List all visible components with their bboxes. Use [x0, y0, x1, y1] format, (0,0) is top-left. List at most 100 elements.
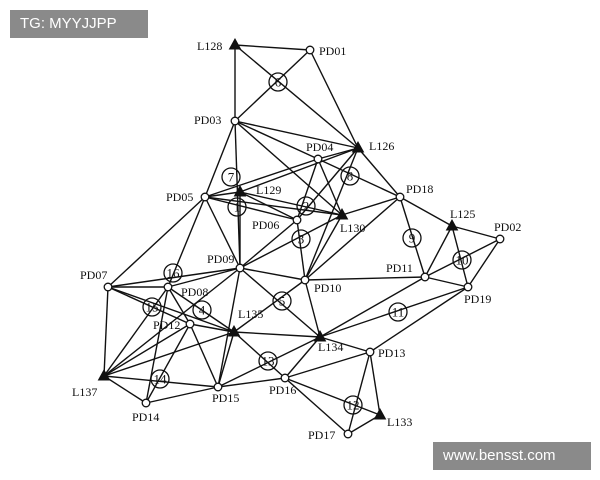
node-label-l129: L129 [256, 183, 281, 197]
node-label-l128: L128 [197, 39, 222, 53]
node-label-pd11: PD11 [386, 261, 413, 275]
loop-number-10: 10 [456, 253, 469, 268]
survey-point-pd18-circle-icon [395, 192, 405, 202]
loop-marker-1 [227, 197, 247, 217]
edge-pd09-l137 [103, 267, 241, 377]
loop-number-5: 5 [279, 294, 286, 309]
node-label-pd12: PD12 [153, 318, 180, 332]
loop-marker-9 [402, 228, 422, 248]
edge-pd06-pd09 [239, 219, 298, 269]
node-label-pd05: PD05 [166, 190, 193, 204]
node-label-l133: L133 [387, 415, 412, 429]
node-label-l134: L134 [318, 340, 343, 354]
edge-l130-pd10 [304, 214, 343, 281]
node-label-pd18: PD18 [406, 182, 433, 196]
node-label-l126: L126 [369, 139, 394, 153]
edge-pd11-l134 [319, 276, 426, 338]
edge-l130-pd09 [239, 214, 343, 269]
edge-pd16-pd17 [284, 377, 349, 435]
node-label-l125: L125 [450, 207, 475, 221]
loop-number-16: 16 [167, 266, 181, 281]
edge-l125-pd11 [424, 225, 453, 278]
edge-l134-pd13 [319, 336, 371, 353]
loop-marker-8 [340, 166, 360, 186]
loop-marker-15 [142, 297, 162, 317]
edge-pd13-l133 [369, 351, 381, 416]
edge-pd16-l133 [284, 377, 381, 416]
known-point-l130-triangle-icon [335, 207, 349, 220]
edge-pd18-l125 [399, 196, 453, 227]
node-label-pd06: PD06 [252, 218, 279, 232]
survey-point-pd15-circle-icon [213, 382, 223, 392]
survey-point-pd07-circle-icon [103, 282, 113, 292]
survey-point-pd02-circle-icon [495, 234, 505, 244]
known-point-l128-triangle-icon [228, 37, 242, 50]
survey-point-pd06-circle-icon [292, 215, 302, 225]
edge-pd08-l137 [103, 286, 169, 377]
edge-pd12-l135 [189, 323, 235, 333]
edge-pd09-pd08 [167, 267, 241, 288]
loop-marker-10 [452, 250, 472, 270]
edge-pd13-pd16 [284, 351, 371, 379]
survey-point-pd09-circle-icon [235, 263, 245, 273]
node-label-pd07: PD07 [80, 268, 107, 282]
loop-number-8: 8 [347, 169, 354, 184]
edge-pd06-pd10 [296, 219, 306, 281]
edge-pd04-l130 [317, 158, 343, 216]
survey-point-pd19-circle-icon [463, 282, 473, 292]
known-point-l137-triangle-icon [97, 368, 111, 381]
edge-l135-pd16 [233, 331, 286, 379]
loop-marker-4 [192, 300, 212, 320]
loop-number-1: 1 [234, 200, 241, 215]
edge-pd18-pd11 [399, 196, 426, 278]
survey-point-pd10-circle-icon [300, 275, 310, 285]
edge-pd03-pd05 [204, 120, 236, 198]
edge-l125-pd19 [451, 225, 469, 288]
edge-l129-l130 [239, 191, 343, 216]
edge-layer [103, 44, 501, 435]
edge-pd07-l137 [103, 286, 109, 377]
edge-pd18-pd10 [304, 196, 401, 281]
loop-marker-13 [258, 351, 278, 371]
loop-number-3: 3 [298, 232, 305, 247]
edge-pd04-pd05 [204, 158, 319, 198]
survey-point-pd11-circle-icon [420, 272, 430, 282]
loop-number-4: 4 [199, 303, 206, 318]
node-label-pd01: PD01 [319, 44, 346, 58]
loop-number-11: 11 [392, 305, 405, 320]
node-label-l130: L130 [340, 221, 365, 235]
edge-pd02-pd11 [424, 238, 501, 278]
node-label-pd08: PD08 [181, 285, 208, 299]
edge-pd19-l134 [319, 286, 469, 338]
edge-l134-pd15 [217, 336, 321, 388]
loop-marker-16 [163, 263, 183, 283]
edge-pd09-l134 [239, 267, 321, 338]
edge-pd12-pd14 [145, 323, 191, 404]
edge-pd18-l130 [341, 196, 401, 216]
edge-l135-l137 [103, 331, 235, 377]
loop-marker-7 [221, 167, 241, 187]
loop-marker-2 [296, 196, 316, 216]
edge-pd03-l126 [234, 120, 359, 149]
node-label-pd14: PD14 [132, 410, 159, 424]
known-point-l125-triangle-icon [445, 218, 459, 231]
loop-marker-12 [343, 395, 363, 415]
known-point-l135-triangle-icon [227, 324, 241, 337]
edge-l126-l129 [239, 147, 359, 193]
loop-number-2: 2 [303, 199, 310, 214]
edge-pd03-l130 [234, 120, 343, 216]
node-label-pd09: PD09 [207, 252, 234, 266]
survey-point-pd05-circle-icon [200, 192, 210, 202]
edge-pd05-pd09 [204, 196, 241, 269]
survey-point-pd13-circle-icon [365, 347, 375, 357]
known-point-l133-triangle-icon [373, 407, 387, 420]
survey-point-pd03-circle-icon [230, 116, 240, 126]
loop-number-7: 7 [228, 170, 235, 185]
edge-pd07-pd12 [107, 286, 191, 325]
edge-l126-pd18 [357, 147, 401, 198]
edge-pd05-pd07 [107, 196, 206, 288]
loop-number-12: 12 [347, 398, 360, 413]
survey-point-pd04-circle-icon [313, 154, 323, 164]
